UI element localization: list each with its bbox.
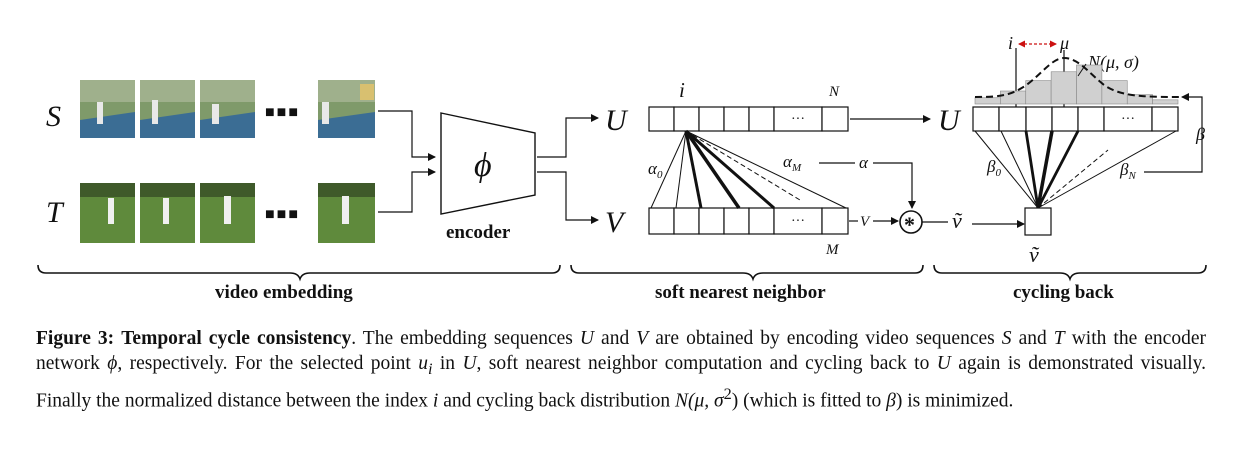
s-frame	[140, 80, 195, 138]
u-label: U	[605, 104, 629, 137]
caption-text: in	[432, 353, 463, 374]
section-video-embedding: video embedding	[215, 282, 353, 303]
star-symbol: *	[904, 212, 915, 237]
i-mu-i: i	[1008, 33, 1013, 53]
caption-math: U	[579, 328, 595, 349]
caption-text: , soft nearest neighbor computation and …	[476, 353, 937, 374]
histogram-bar	[1126, 94, 1153, 105]
encoder-label: encoder	[446, 222, 511, 243]
caption-text: , respectively. For the selected point	[117, 353, 419, 374]
histogram-bar	[1152, 99, 1179, 105]
caption-math: β	[886, 390, 896, 412]
v-inline-label: V	[860, 214, 871, 230]
soft-nn-lines	[650, 129, 847, 210]
v-cell-dots: ···	[791, 214, 805, 229]
caption-text: are obtained by encoding video sequences	[648, 328, 1002, 349]
caption-text: )	[731, 390, 739, 412]
t-frames	[80, 183, 375, 243]
encoder-block	[440, 112, 536, 215]
u-embedding-row	[648, 106, 849, 132]
u-cell-dots: ···	[791, 112, 805, 127]
brace-video-embedding	[37, 264, 561, 282]
t-connector	[378, 168, 436, 213]
s-ellipsis: ■■■	[265, 104, 300, 121]
cycle-u-dots: ···	[1121, 112, 1135, 127]
figure-caption: Figure 3: Temporal cycle consistency. Th…	[36, 326, 1206, 413]
histogram-bar	[1025, 80, 1052, 105]
cycle-back-lines	[974, 130, 1177, 209]
beta-feedback	[1181, 93, 1203, 173]
v-tilde-node	[1024, 207, 1052, 236]
s-frame	[200, 80, 255, 138]
index-n: N	[828, 84, 840, 100]
t-frame	[80, 183, 135, 243]
caption-label: Figure 3:	[36, 328, 115, 349]
t-frame	[140, 183, 195, 243]
alpha-0: α0	[648, 159, 663, 181]
caption-text: and	[1011, 328, 1054, 349]
caption-math: U	[936, 353, 951, 374]
caption-math: ϕ	[107, 353, 118, 374]
caption-math: S	[1001, 328, 1012, 349]
seq-label-t: T	[46, 196, 65, 229]
cycle-u-row	[972, 106, 1179, 132]
beta-n: βN	[1119, 160, 1136, 182]
t-frame	[318, 183, 375, 243]
brace-cycling-back	[933, 264, 1207, 282]
brace-soft-nn	[570, 264, 924, 282]
index-i: i	[679, 78, 685, 102]
alpha-label: α	[859, 153, 869, 172]
histogram-bar	[1050, 71, 1077, 105]
encoder-symbol: ϕ	[474, 147, 492, 184]
caption-text: with the encoder network	[36, 328, 1206, 374]
v-tilde-node-label: ṽ	[1029, 242, 1040, 267]
section-cycling-back: cycling back	[1013, 282, 1114, 303]
histogram-bar	[1101, 80, 1128, 105]
s-frame	[318, 80, 375, 138]
cycle-u-label: U	[938, 104, 962, 137]
t-ellipsis: ■■■	[265, 206, 300, 223]
v-label: V	[605, 206, 627, 239]
gaussian-curve	[974, 56, 1181, 98]
s-connector	[378, 110, 436, 161]
caption-text: (which is fitted to	[738, 390, 887, 412]
n-mu-pointer	[1077, 63, 1087, 77]
caption-math: U	[462, 353, 477, 374]
v-embedding-row	[648, 207, 849, 235]
v-tilde-label: ṽ	[952, 208, 963, 233]
caption-text: and cycling back distribution	[438, 390, 676, 412]
caption-title: Temporal cycle consistency	[121, 328, 352, 349]
histogram-bar	[1076, 64, 1103, 105]
index-m: M	[825, 242, 840, 258]
caption-text: and	[594, 328, 637, 349]
v-connector	[537, 171, 599, 224]
caption-text: again is demonstrated visually. Finally …	[36, 353, 1207, 412]
caption-math: i	[432, 390, 439, 412]
caption-math: i	[427, 359, 433, 378]
s-frame	[80, 80, 135, 138]
i-mu-mu: μ	[1059, 33, 1069, 53]
caption-math: u	[418, 353, 428, 374]
seq-label-s: S	[46, 100, 61, 133]
caption-text: ) is minimized.	[895, 390, 1014, 412]
caption-math: T	[1053, 328, 1065, 349]
caption-math: 2	[723, 384, 732, 403]
alpha-m: αM	[783, 152, 802, 174]
caption-math: V	[636, 328, 649, 349]
s-frames	[80, 80, 375, 138]
caption-math: N(μ, σ	[675, 390, 724, 412]
caption-text: . The embedding sequences	[351, 328, 580, 349]
section-soft-nn: soft nearest neighbor	[655, 282, 826, 303]
t-frame	[200, 183, 255, 243]
diagram: S T ■■■	[37, 33, 1207, 303]
alpha-to-star	[873, 162, 916, 209]
beta-histogram	[974, 64, 1179, 105]
u-connector	[537, 114, 599, 158]
histogram-bar	[974, 97, 1001, 105]
beta-label: β	[1195, 124, 1205, 144]
